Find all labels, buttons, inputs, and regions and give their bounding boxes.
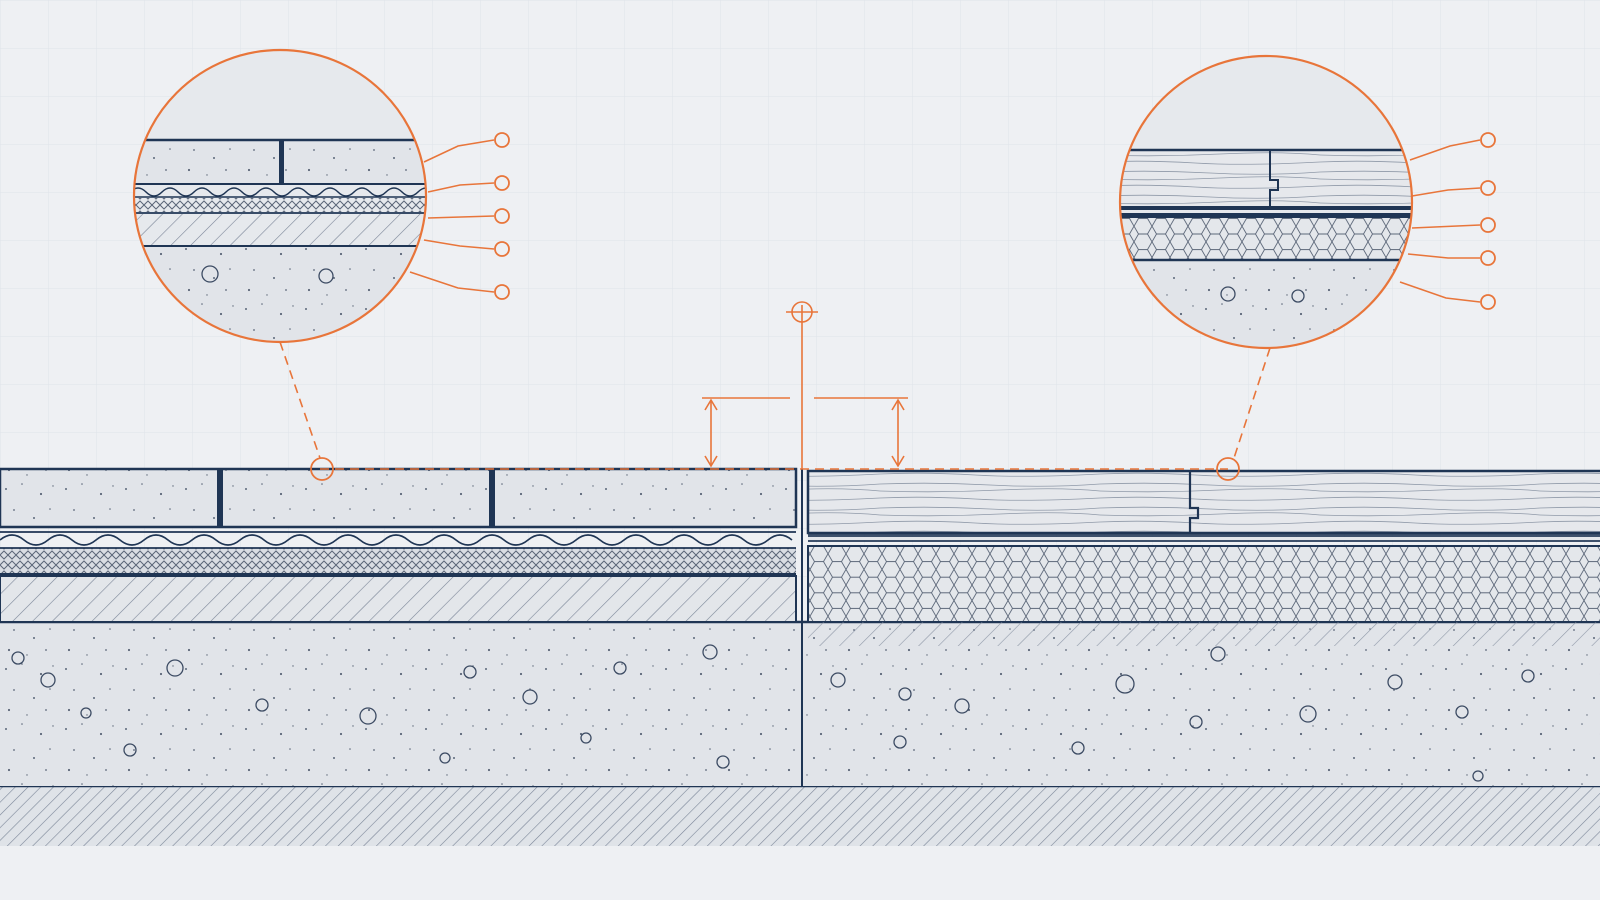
wood-assembly (806, 469, 1600, 646)
subbase-layer (0, 784, 1600, 846)
concrete-slab (0, 620, 1600, 786)
callout-marker-left (494, 132, 510, 300)
leader-lines-right (1399, 139, 1481, 303)
height-dimension (320, 301, 1228, 470)
leader-lines-left (409, 139, 495, 293)
detail-callout-left (132, 48, 428, 481)
callout-marker-right (1480, 132, 1496, 310)
